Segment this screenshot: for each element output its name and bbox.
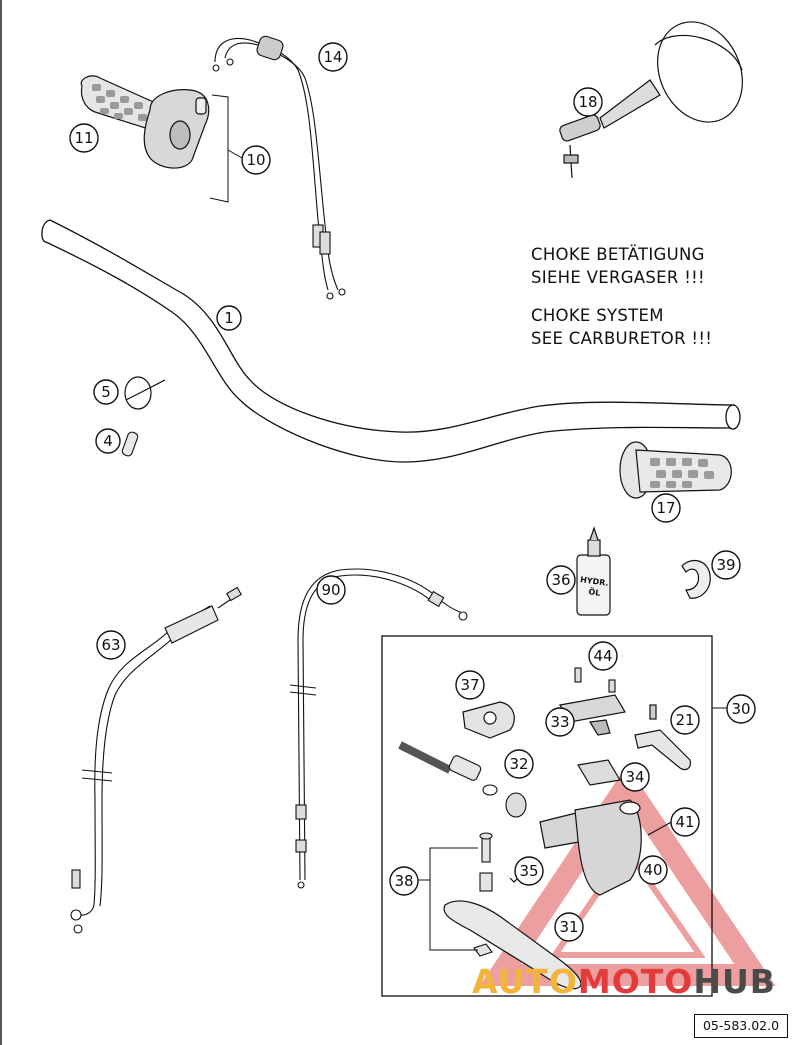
svg-text:39: 39: [716, 556, 735, 574]
bottle-label-line1: HYDR.: [580, 575, 609, 588]
svg-text:14: 14: [323, 48, 342, 66]
bottle-label-line2: ÖL: [588, 586, 601, 598]
svg-text:32: 32: [509, 755, 528, 773]
svg-text:34: 34: [625, 768, 644, 786]
callout-10: 10: [241, 145, 271, 175]
svg-text:30: 30: [731, 700, 750, 718]
svg-text:10: 10: [246, 151, 265, 169]
brake-lever-31: [443, 900, 582, 990]
svg-text:63: 63: [101, 636, 120, 654]
piston-32: [398, 741, 527, 818]
svg-text:38: 38: [394, 872, 413, 890]
hydraulic-oil-bottle: [576, 526, 611, 616]
callout-38: 38: [389, 866, 419, 896]
throttle-grip: [80, 75, 210, 169]
svg-text:1: 1: [224, 309, 234, 327]
callout-63: 63: [96, 630, 126, 660]
choke-note-en-line2: SEE CARBURETOR !!!: [531, 329, 713, 348]
lever-21: [634, 704, 691, 771]
document-number: 05-583.02.0: [694, 1014, 788, 1038]
left-grip: [619, 441, 732, 499]
choke-note-en-line1: CHOKE SYSTEM: [531, 306, 664, 325]
sleeve: [121, 431, 139, 457]
svg-text:5: 5: [101, 383, 111, 401]
mirror: [559, 21, 743, 179]
brake-cable-63: [70, 586, 242, 934]
svg-text:40: 40: [643, 861, 662, 879]
callout-21: 21: [670, 705, 700, 735]
callout-5: 5: [93, 379, 119, 405]
watermark-triangle: [479, 765, 776, 986]
callout-17: 17: [651, 493, 681, 523]
watermark-part3: HUB: [693, 962, 776, 1001]
svg-text:44: 44: [593, 647, 612, 665]
svg-text:41: 41: [675, 813, 694, 831]
choke-note-de-line1: CHOKE BETÄTIGUNG: [531, 245, 705, 264]
callout-18: 18: [573, 87, 603, 117]
svg-text:4: 4: [103, 432, 113, 450]
throttle-cables: [212, 35, 346, 300]
svg-text:35: 35: [519, 862, 538, 880]
clamp-37: [462, 701, 515, 739]
pivot-bolt-38: [473, 832, 493, 957]
cable-90: [289, 568, 468, 889]
callout-36: 36: [546, 565, 576, 595]
bracket-10: [209, 94, 229, 203]
handlebar: [41, 219, 741, 463]
svg-text:17: 17: [656, 499, 675, 517]
callout-44: 44: [588, 641, 618, 671]
svg-text:21: 21: [675, 711, 694, 729]
master-cylinder-body: [539, 799, 676, 896]
watermark-part2: MOTO: [577, 962, 694, 1001]
callout-30: 30: [726, 694, 756, 724]
reservoir-34: [577, 759, 621, 786]
svg-text:18: 18: [578, 93, 597, 111]
cable-tie: [124, 376, 166, 410]
callout-41: 41: [670, 807, 700, 837]
screws-44: [574, 667, 616, 693]
callout-40: 40: [638, 855, 668, 885]
callout-34: 34: [620, 762, 650, 792]
callout-37: 37: [455, 670, 485, 700]
callout-90: 90: [316, 575, 346, 605]
svg-text:33: 33: [550, 713, 569, 731]
watermark-text: AUTOMOTOHUB: [472, 962, 776, 1001]
callout-31: 31: [554, 912, 584, 942]
svg-text:31: 31: [559, 918, 578, 936]
callout-14: 14: [318, 42, 348, 72]
svg-text:37: 37: [460, 676, 479, 694]
svg-text:90: 90: [321, 581, 340, 599]
clip: [681, 559, 711, 599]
callout-1: 1: [216, 305, 242, 331]
callout-39: 39: [711, 550, 741, 580]
bracket-38: [429, 847, 478, 951]
callout-33: 33: [545, 707, 575, 737]
svg-text:36: 36: [551, 571, 570, 589]
choke-note-de-line2: SIEHE VERGASER !!!: [531, 268, 705, 287]
callout-11: 11: [69, 123, 99, 153]
callout-4: 4: [95, 428, 121, 454]
watermark-part1: AUTO: [472, 962, 578, 1001]
svg-text:11: 11: [74, 129, 93, 147]
callout-35: 35: [514, 856, 544, 886]
master-cylinder-box: [381, 635, 713, 997]
callout-32: 32: [504, 749, 534, 779]
